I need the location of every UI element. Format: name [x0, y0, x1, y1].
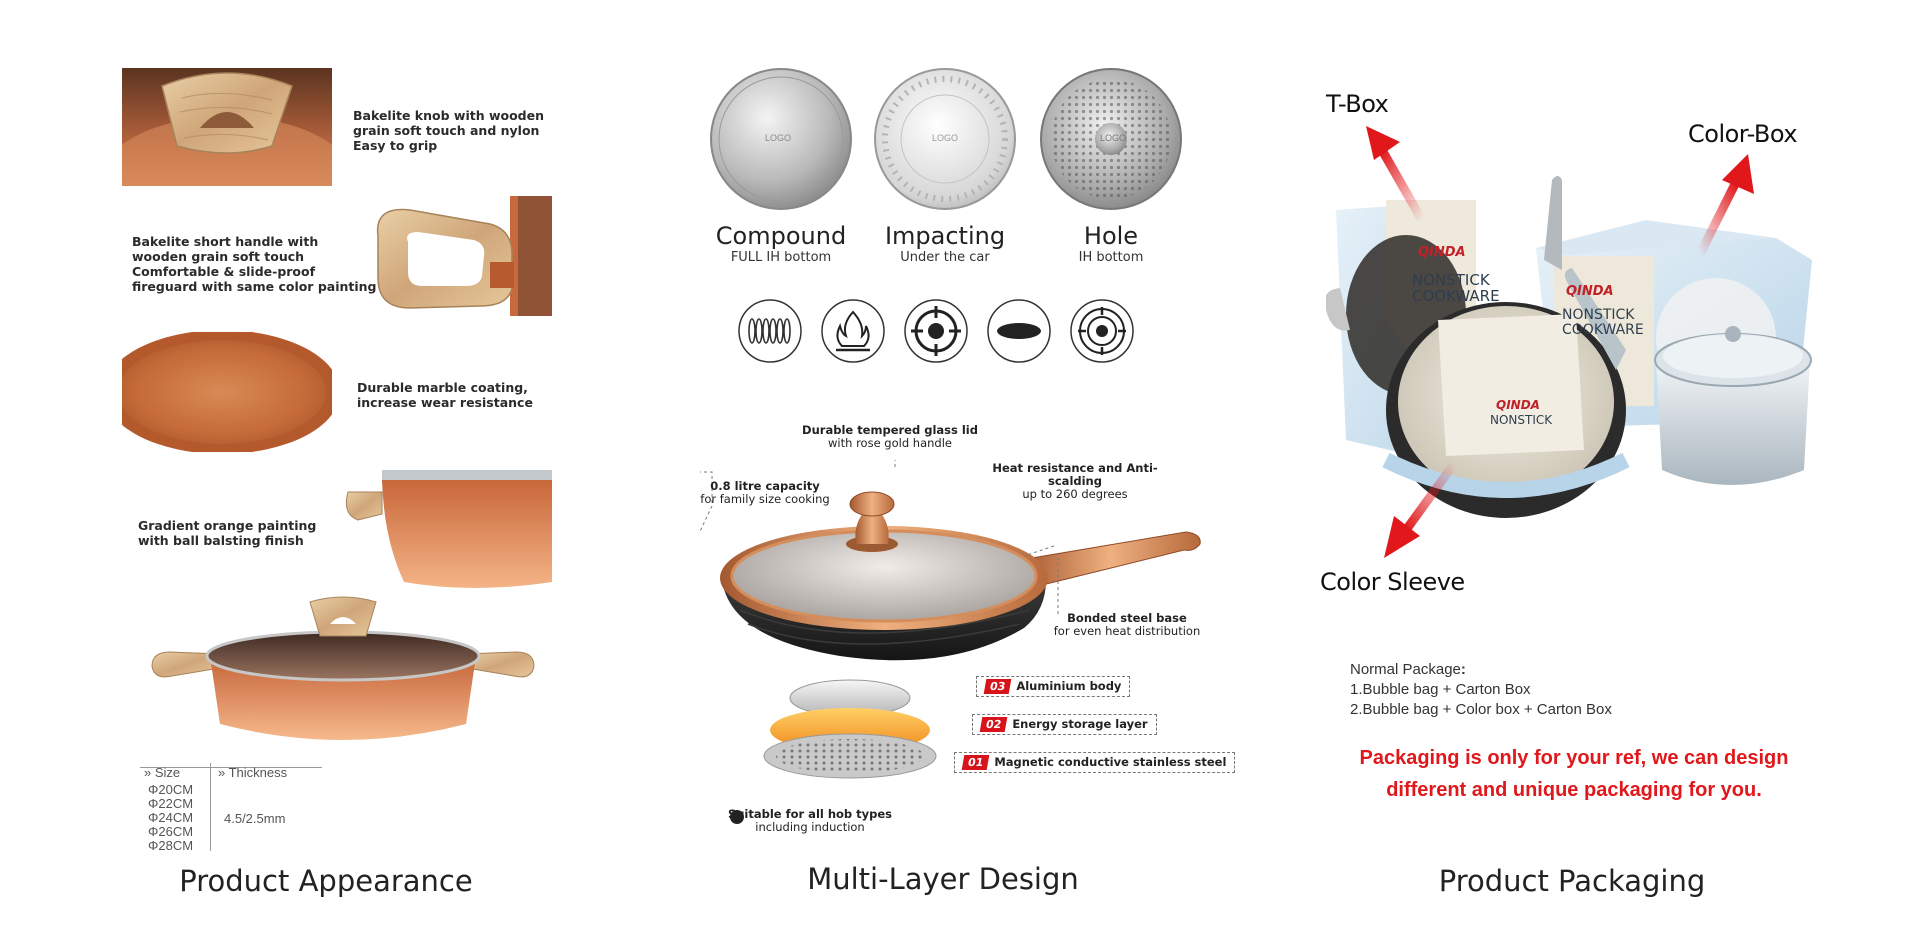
size-header: » Size — [144, 765, 181, 780]
size-table: » Size » Thickness Φ20CM Φ22CM Φ24CM Φ26… — [140, 763, 322, 853]
handle-photo — [376, 196, 552, 316]
ceramic-hob-icon — [1070, 299, 1134, 363]
normal-package: Normal Package: 1.Bubble bag + Carton Bo… — [1350, 660, 1612, 720]
size-row: Φ20CM — [148, 782, 194, 797]
box-text-line2: COOKWARE — [1562, 322, 1644, 338]
box-text-line1: NONSTICK — [1562, 307, 1635, 323]
disc-logo: LOGO — [1100, 133, 1127, 143]
gas-burner-icon — [904, 299, 968, 363]
box-text: NONSTICK COOKWARE — [1562, 308, 1644, 338]
note-coating: Durable marble coating, increase wear re… — [357, 380, 533, 410]
layer-name: Aluminium body — [1016, 679, 1122, 693]
bottom-subtitle: Under the car — [900, 250, 990, 265]
painting-photo — [342, 470, 552, 590]
arrow-tbox — [1366, 126, 1426, 223]
gas-flame-icon — [821, 299, 885, 363]
callout-capacity-title: 0.8 litre capacity — [710, 479, 820, 493]
note-knob: Bakelite knob with wooden grain soft tou… — [353, 108, 544, 153]
disc-logo: LOGO — [765, 133, 792, 143]
disc-compound — [710, 68, 852, 210]
layer-label: 02 Energy storage layer — [972, 714, 1157, 735]
size-row: Φ24CM — [148, 810, 194, 825]
callout-base-title: Bonded steel base — [1067, 611, 1187, 625]
caption-packaging: Product Packaging — [1438, 864, 1706, 898]
layer-number: 03 — [983, 679, 1012, 694]
thickness-value: 4.5/2.5mm — [224, 811, 286, 826]
bottom-title: Hole — [1083, 222, 1139, 250]
bottom-title: Impacting — [884, 222, 1006, 250]
arrow-colorbox — [1695, 154, 1754, 257]
layer-name: Magnetic conductive stainless steel — [994, 755, 1227, 769]
hob-badge-icon — [730, 810, 744, 824]
disc-hole — [1040, 68, 1182, 210]
callout-heat-sub: up to 260 degrees — [1022, 487, 1128, 501]
packaging-photo — [1326, 176, 1812, 518]
packaging-note-line: Packaging is only for your ref, we can d… — [1359, 747, 1789, 769]
size-row: Φ26CM — [148, 824, 194, 839]
packaging-note-line: different and unique packaging for you. — [1386, 779, 1762, 801]
thickness-header: » Thickness — [218, 765, 288, 780]
label-sleeve: Color Sleeve — [1320, 568, 1465, 596]
box-text: NONSTICK COOKWARE — [1412, 272, 1500, 304]
layer-label: 03 Aluminium body — [976, 676, 1131, 697]
box-brand: QINDA — [1566, 284, 1614, 299]
coating-photo — [122, 332, 332, 452]
casserole-photo — [151, 596, 535, 740]
bottom-subtitle: FULL IH bottom — [730, 250, 832, 265]
bottom-subtitle: IH bottom — [1078, 250, 1144, 265]
callout-lid-sub: with rose gold handle — [828, 436, 952, 450]
electric-plate-icon — [987, 299, 1051, 363]
box-brand: QINDA — [1496, 398, 1540, 412]
frying-pan-illustration — [700, 460, 1201, 779]
knob-photo — [122, 68, 332, 186]
callout-base-sub: for even heat distribution — [1053, 624, 1201, 638]
callout-lid: Durable tempered glass lid with rose gol… — [790, 424, 990, 450]
caption-appearance: Product Appearance — [179, 864, 473, 898]
box-text: NONSTICK — [1490, 414, 1552, 427]
callout-hob-title: Suitable for all hob types — [727, 807, 893, 821]
callout-hob-sub: including induction — [755, 820, 865, 834]
disc-impacting — [874, 68, 1016, 210]
callout-heat: Heat resistance and Anti-scalding up to … — [970, 462, 1180, 501]
size-row: Φ22CM — [148, 796, 194, 811]
box-brand: QINDA — [1418, 245, 1466, 260]
normal-package-title: Normal Package — [1350, 661, 1461, 678]
callout-base: Bonded steel base for even heat distribu… — [1052, 612, 1202, 638]
callout-heat-title: Heat resistance and Anti-scalding — [992, 461, 1158, 488]
box-text-line1: NONSTICK — [1412, 271, 1490, 289]
normal-package-colon: : — [1460, 661, 1466, 678]
arrow-sleeve — [1384, 461, 1458, 558]
caption-multilayer: Multi-Layer Design — [807, 862, 1079, 896]
callout-lid-title: Durable tempered glass lid — [802, 423, 978, 437]
label-colorbox: Color-Box — [1688, 120, 1798, 148]
bottom-title: Compound — [715, 222, 847, 250]
layer-name: Energy storage layer — [1012, 717, 1148, 731]
callout-hob: Suitable for all hob types including ind… — [720, 808, 900, 834]
box-text-line2: COOKWARE — [1412, 287, 1500, 305]
callout-capacity-sub: for family size cooking — [700, 492, 830, 506]
callout-capacity: 0.8 litre capacity for family size cooki… — [700, 480, 830, 506]
size-row: Φ28CM — [148, 838, 194, 853]
note-painting: Gradient orange painting with ball balst… — [138, 518, 317, 548]
disc-logo: LOGO — [932, 133, 959, 143]
note-handle: Bakelite short handle with wooden grain … — [132, 234, 377, 294]
normal-package-line: 2.Bubble bag + Color box + Carton Box — [1350, 701, 1612, 718]
box-text-line1: NONSTICK — [1490, 413, 1553, 427]
packaging-note: Packaging is only for your ref, we can d… — [1314, 742, 1834, 806]
layer-number: 01 — [961, 755, 990, 770]
label-tbox: T-Box — [1326, 90, 1389, 118]
layer-label: 01 Magnetic conductive stainless steel — [954, 752, 1236, 773]
layer-number: 02 — [979, 717, 1008, 732]
normal-package-line: 1.Bubble bag + Carton Box — [1350, 681, 1531, 698]
induction-coil-icon — [738, 299, 802, 363]
